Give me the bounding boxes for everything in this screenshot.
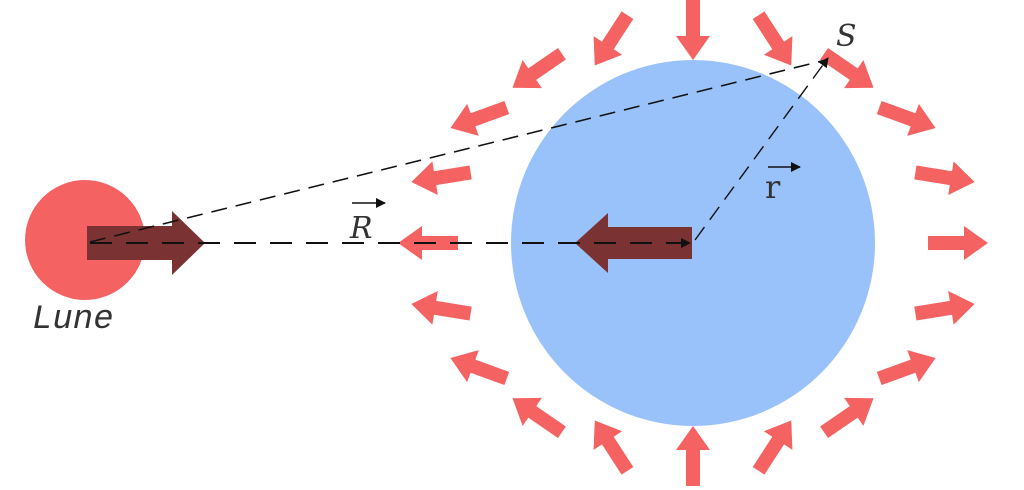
label-R: R — [349, 211, 373, 246]
tidal-arrows-ring — [398, 0, 988, 486]
tidal-arrow — [820, 47, 874, 89]
label-S: S — [836, 19, 857, 54]
tidal-arrow — [512, 397, 566, 439]
tidal-arrow — [411, 291, 472, 325]
label-moon: Lune — [32, 301, 114, 339]
tidal-arrow — [450, 350, 510, 386]
moon-to-S-line — [89, 59, 827, 243]
tidal-arrow — [512, 47, 566, 89]
tidal-arrow — [876, 100, 936, 136]
label-r: r — [765, 168, 781, 206]
tidal-arrow — [820, 397, 874, 439]
tidal-arrow — [876, 350, 936, 386]
tidal-arrow — [676, 0, 710, 60]
tidal-arrow — [593, 11, 634, 66]
tidal-arrow — [914, 291, 975, 325]
tidal-arrow — [411, 161, 472, 195]
tidal-arrow — [752, 420, 793, 475]
tidal-arrow — [752, 11, 793, 66]
tidal-arrow — [928, 226, 988, 260]
tidal-arrow — [676, 426, 710, 486]
tidal-arrow — [593, 420, 634, 475]
moon — [25, 180, 145, 300]
vector-r-line — [694, 57, 829, 241]
tidal-arrow — [914, 161, 975, 195]
earth — [511, 60, 875, 426]
tidal-arrow — [450, 100, 510, 136]
